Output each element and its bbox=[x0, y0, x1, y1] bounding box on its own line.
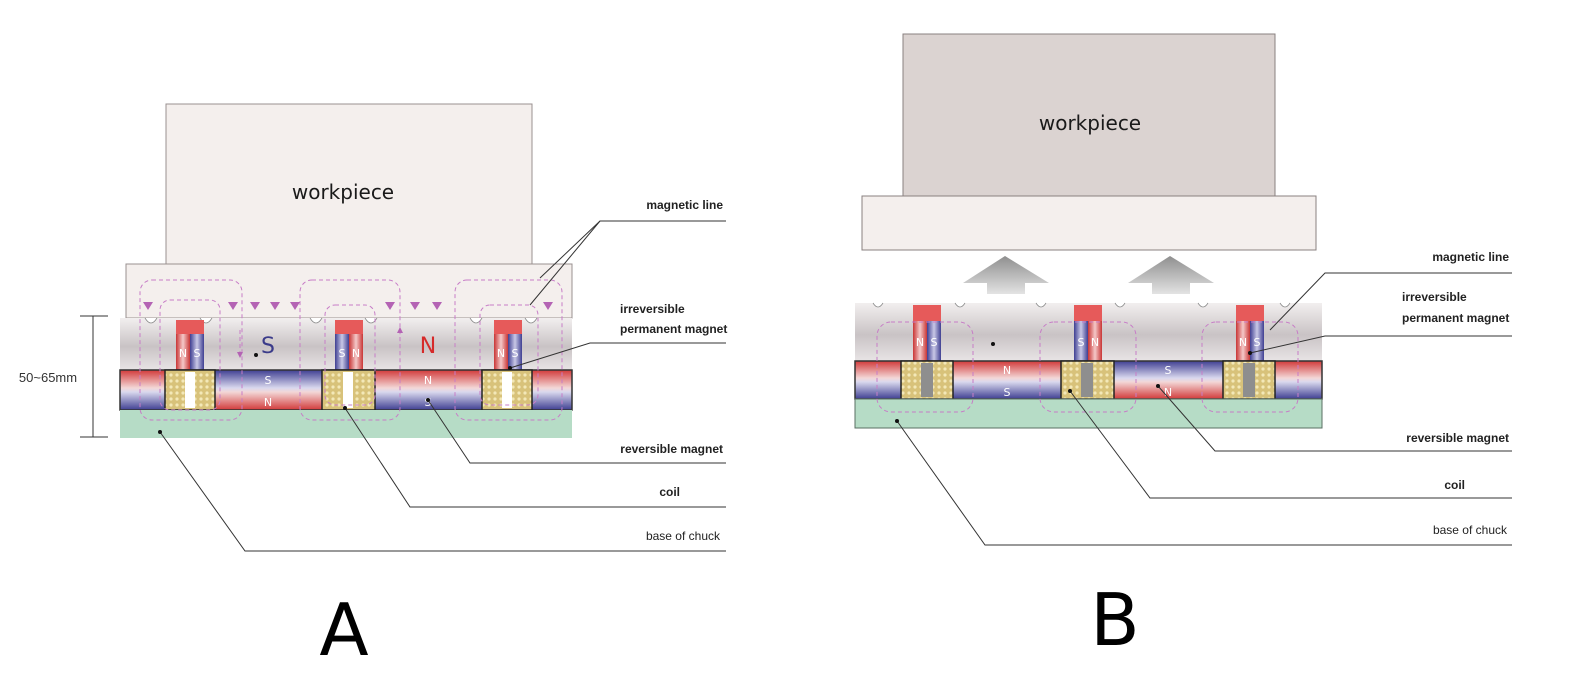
leaders-a bbox=[158, 220, 726, 552]
reversible-pole-letters-a: S N N S bbox=[264, 374, 432, 409]
label-reversible-magnet-b: reversible magnet bbox=[1406, 431, 1509, 445]
svg-text:N: N bbox=[1091, 336, 1099, 349]
lift-arrow-left-icon bbox=[963, 256, 1049, 294]
reversible-pole-letters-b: N S S N bbox=[1003, 364, 1172, 399]
label-magnetic-line-a: magnetic line bbox=[646, 198, 723, 212]
workpiece-a-label: workpiece bbox=[292, 180, 394, 204]
label-irreversible-b-2: permanent magnet bbox=[1402, 311, 1509, 325]
coils-a bbox=[164, 369, 533, 411]
svg-text:N: N bbox=[264, 396, 272, 409]
irreversible-pole-letters-b: N S S N N S bbox=[916, 336, 1261, 349]
svg-text:N: N bbox=[497, 347, 505, 360]
workpiece-b-bottom bbox=[861, 195, 1317, 251]
svg-text:N: N bbox=[352, 347, 360, 360]
panel-label-b: B bbox=[1090, 578, 1139, 662]
workpiece-b-top bbox=[902, 33, 1276, 197]
label-reversible-magnet-a: reversible magnet bbox=[620, 442, 723, 456]
svg-text:S: S bbox=[265, 374, 272, 387]
lift-arrows-b bbox=[963, 256, 1214, 294]
svg-text:N: N bbox=[179, 347, 187, 360]
label-coil-b: coil bbox=[1444, 478, 1465, 492]
svg-text:S: S bbox=[1004, 386, 1011, 399]
label-coil-a: coil bbox=[659, 485, 680, 499]
svg-text:S: S bbox=[1078, 336, 1085, 349]
irreversible-magnets-b bbox=[913, 305, 1264, 361]
svg-text:S: S bbox=[1254, 336, 1261, 349]
label-irreversible-b-1: irreversible bbox=[1402, 290, 1467, 304]
label-irreversible-a-2: permanent magnet bbox=[620, 322, 727, 336]
label-base-a: base of chuck bbox=[646, 529, 721, 543]
workpiece-a-top bbox=[165, 103, 533, 265]
label-magnetic-line-b: magnetic line bbox=[1432, 250, 1509, 264]
leaders-b bbox=[895, 272, 1512, 546]
label-irreversible-a-1: irreversible bbox=[620, 302, 685, 316]
svg-text:N: N bbox=[1003, 364, 1011, 377]
panel-label-a: A bbox=[319, 588, 368, 672]
svg-text:S: S bbox=[425, 396, 432, 409]
reversible-magnets-a bbox=[119, 369, 573, 411]
lift-arrow-right-icon bbox=[1128, 256, 1214, 294]
figure-b: workpiece N S S N N bbox=[854, 33, 1512, 662]
workpiece-b-label: workpiece bbox=[1039, 111, 1141, 135]
svg-text:S: S bbox=[339, 347, 346, 360]
svg-text:S: S bbox=[931, 336, 938, 349]
svg-text:S: S bbox=[1165, 364, 1172, 377]
dimension-a: 50~65mm bbox=[19, 315, 108, 438]
big-pole-s: S bbox=[261, 334, 275, 359]
svg-text:N: N bbox=[916, 336, 924, 349]
flux-arrows-a bbox=[143, 302, 553, 310]
svg-text:S: S bbox=[512, 347, 519, 360]
plate-notches-b bbox=[872, 302, 1291, 308]
svg-text:50~65mm: 50~65mm bbox=[19, 370, 77, 385]
flux-lines-a bbox=[139, 279, 563, 421]
big-pole-n: N bbox=[420, 334, 436, 359]
chuck-base-a bbox=[120, 410, 572, 438]
figure-a: workpiece N S S N N S S N bbox=[19, 103, 727, 672]
irreversible-magnets-a bbox=[176, 320, 522, 370]
label-base-b: base of chuck bbox=[1433, 523, 1508, 537]
svg-text:N: N bbox=[1239, 336, 1247, 349]
svg-text:N: N bbox=[424, 374, 432, 387]
chuck-base-b bbox=[854, 398, 1323, 429]
flux-lines-b bbox=[876, 321, 1299, 413]
svg-text:S: S bbox=[194, 347, 201, 360]
svg-text:N: N bbox=[1164, 386, 1172, 399]
workpiece-a-bottom bbox=[125, 263, 573, 319]
irreversible-pole-letters-a: N S S N N S bbox=[179, 347, 519, 360]
